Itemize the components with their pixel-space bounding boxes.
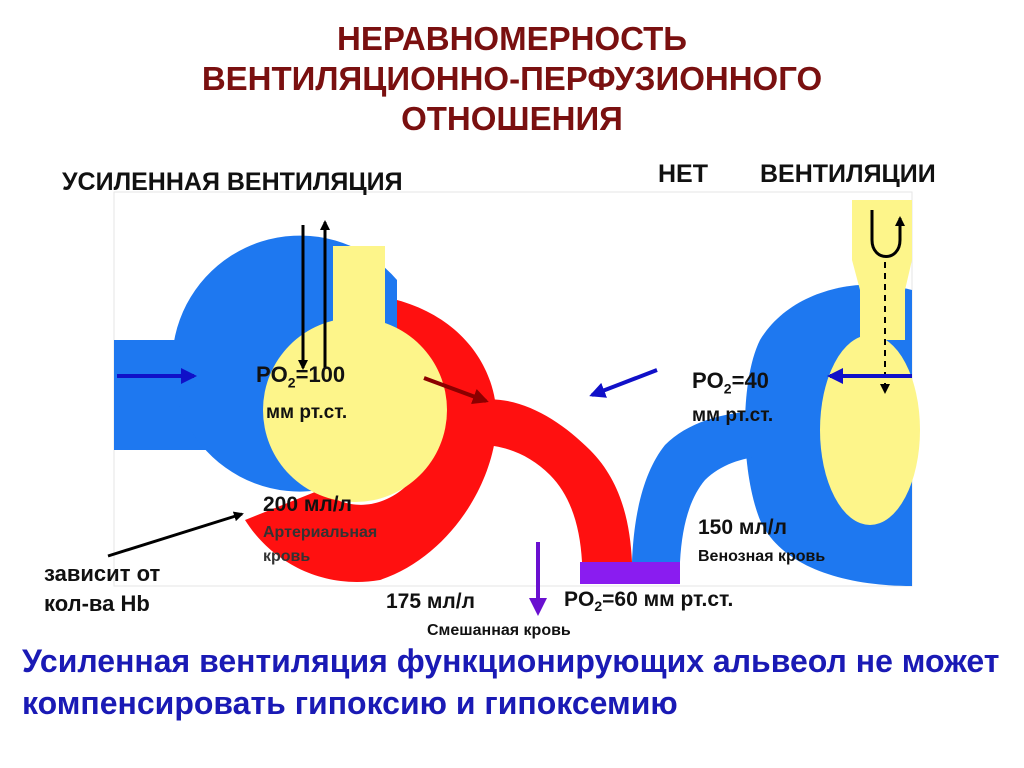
right-flow-label: 150 мл/л [698,516,787,539]
arterial-outflow-arrow [423,376,489,404]
mixed-po2-label: PO2=60 мм рт.ст. [564,588,734,615]
outflow-venous-vessel [632,410,780,562]
conclusion-text: Усиленная вентиляция функционирующих аль… [22,643,1000,721]
left-po2-label: PO2=100 [256,362,346,391]
outflow-arterial-vessel [480,399,632,562]
arterial-blood-label-line-1: Артериальная [263,524,378,541]
right-unit-heading-word-1: НЕТ [658,160,708,188]
note-pointer-arrow [107,511,244,558]
mixed-blood-label: Смешанная кровь [427,622,571,639]
arterial-blood-label-line-2: кровь [263,548,311,565]
title-line-3: ОТНОШЕНИЯ [401,100,623,137]
title-line-2: ВЕНТИЛЯЦИОННО-ПЕРФУЗИОННОГО [201,60,823,97]
mixed-flow-label: 175 мл/л [386,590,475,613]
title-line-1: НЕРАВНОМЕРНОСТЬ [336,20,687,57]
venous-return-arrow [589,368,658,398]
hb-note-line-2: кол-ва Hb [44,591,150,616]
left-flow-label: 200 мл/л [263,493,352,516]
hb-note-line-1: зависит от [44,561,161,586]
right-unit-heading-word-2: ВЕНТИЛЯЦИИ [760,160,936,188]
mixed-blood-band [580,562,680,584]
left-alveolus [263,318,447,502]
right-airway [852,200,912,340]
left-unit-heading: УСИЛЕННАЯ ВЕНТИЛЯЦИЯ [62,168,403,196]
right-po2-label: PO2=40 [692,368,769,397]
left-pressure-unit: мм рт.ст. [266,402,348,423]
right-recirculating-air-arrow [870,210,905,258]
right-alveolus [820,335,920,525]
left-alveolus-neck [333,300,385,340]
right-pressure-unit: мм рт.ст. [692,405,774,426]
venous-blood-label: Венозная кровь [698,548,826,565]
